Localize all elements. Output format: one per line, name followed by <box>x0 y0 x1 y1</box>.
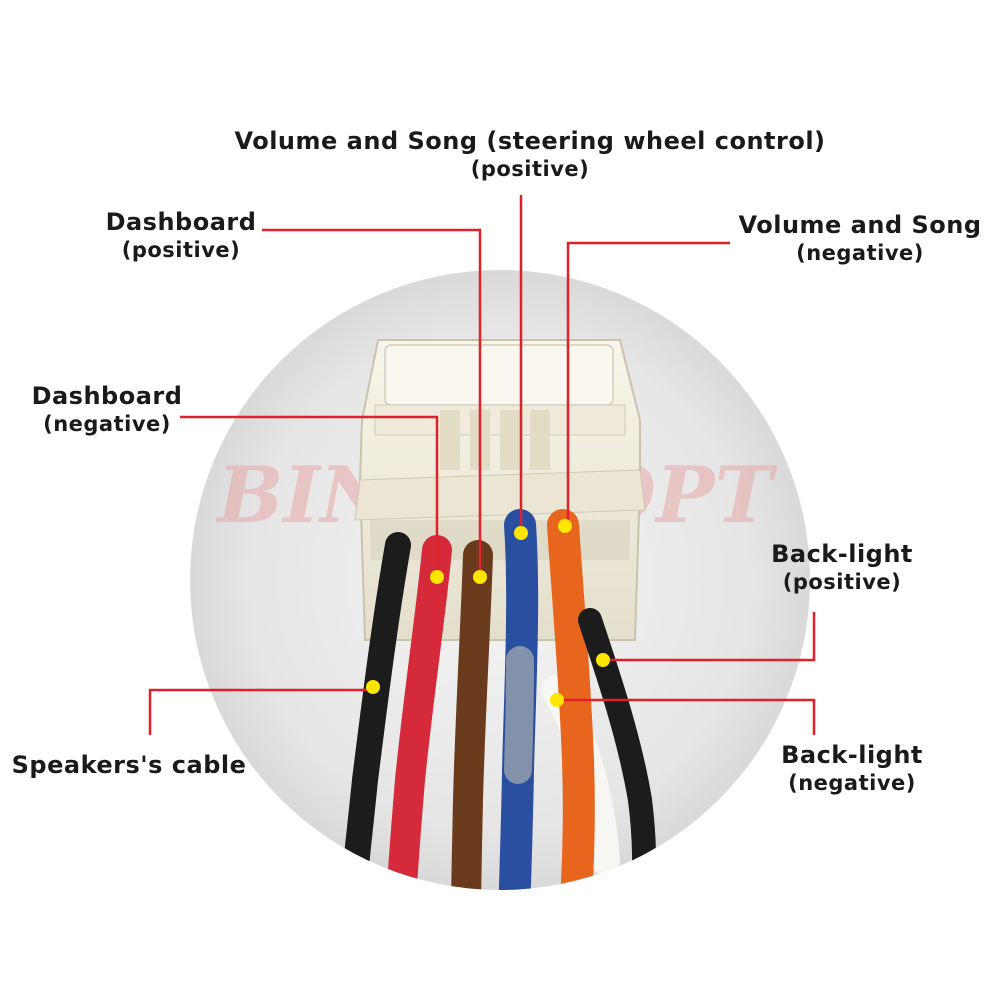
wire-orange <box>547 509 595 890</box>
label-dashboard-negative-sub: (negative) <box>43 412 171 436</box>
marker-dashboard-negative <box>430 570 444 584</box>
wire-blue-sleeve <box>504 646 534 784</box>
label-speakers-cable: Speakers's cable <box>6 750 252 780</box>
label-backlight-positive-sub: (positive) <box>782 570 902 594</box>
label-volume-song-positive-title: Volume and Song (steering wheel control) <box>234 127 826 155</box>
markers <box>366 519 610 707</box>
label-volume-song-negative-sub: (negative) <box>796 241 924 265</box>
label-backlight-negative-sub: (negative) <box>788 771 916 795</box>
leader-dashboard-positive <box>262 228 482 577</box>
label-volume-song-positive: Volume and Song (steering wheel control)… <box>230 126 830 182</box>
label-dashboard-positive-title: Dashboard <box>105 208 257 236</box>
label-backlight-negative-title: Back-light <box>781 741 923 769</box>
marker-backlight-positive <box>596 653 610 667</box>
label-backlight-positive-title: Back-light <box>771 540 913 568</box>
leader-backlight-positive <box>604 612 816 662</box>
leader-dashboard-negative <box>180 415 439 577</box>
wire-brown <box>451 540 493 890</box>
leader-backlight-negative <box>557 698 816 735</box>
label-dashboard-positive-sub: (positive) <box>121 238 241 262</box>
label-dashboard-negative: Dashboard (negative) <box>22 381 192 437</box>
label-speakers-cable-title: Speakers's cable <box>11 751 247 779</box>
leader-lines <box>148 195 816 735</box>
marker-backlight-negative <box>550 693 564 707</box>
marker-dashboard-positive <box>473 570 487 584</box>
label-backlight-negative: Back-light (negative) <box>762 740 942 796</box>
marker-volume-song-positive <box>514 526 528 540</box>
label-backlight-positive: Back-light (positive) <box>752 539 932 595</box>
marker-speakers-cable <box>366 680 380 694</box>
label-dashboard-negative-title: Dashboard <box>31 382 183 410</box>
label-volume-song-positive-sub: (positive) <box>470 157 590 181</box>
label-volume-song-negative-title: Volume and Song <box>738 211 982 239</box>
label-volume-song-negative: Volume and Song (negative) <box>730 210 990 266</box>
label-dashboard-positive: Dashboard (positive) <box>96 207 266 263</box>
marker-volume-song-negative <box>558 519 572 533</box>
leader-volume-song-negative <box>566 241 730 524</box>
leader-speakers-cable <box>148 688 372 735</box>
